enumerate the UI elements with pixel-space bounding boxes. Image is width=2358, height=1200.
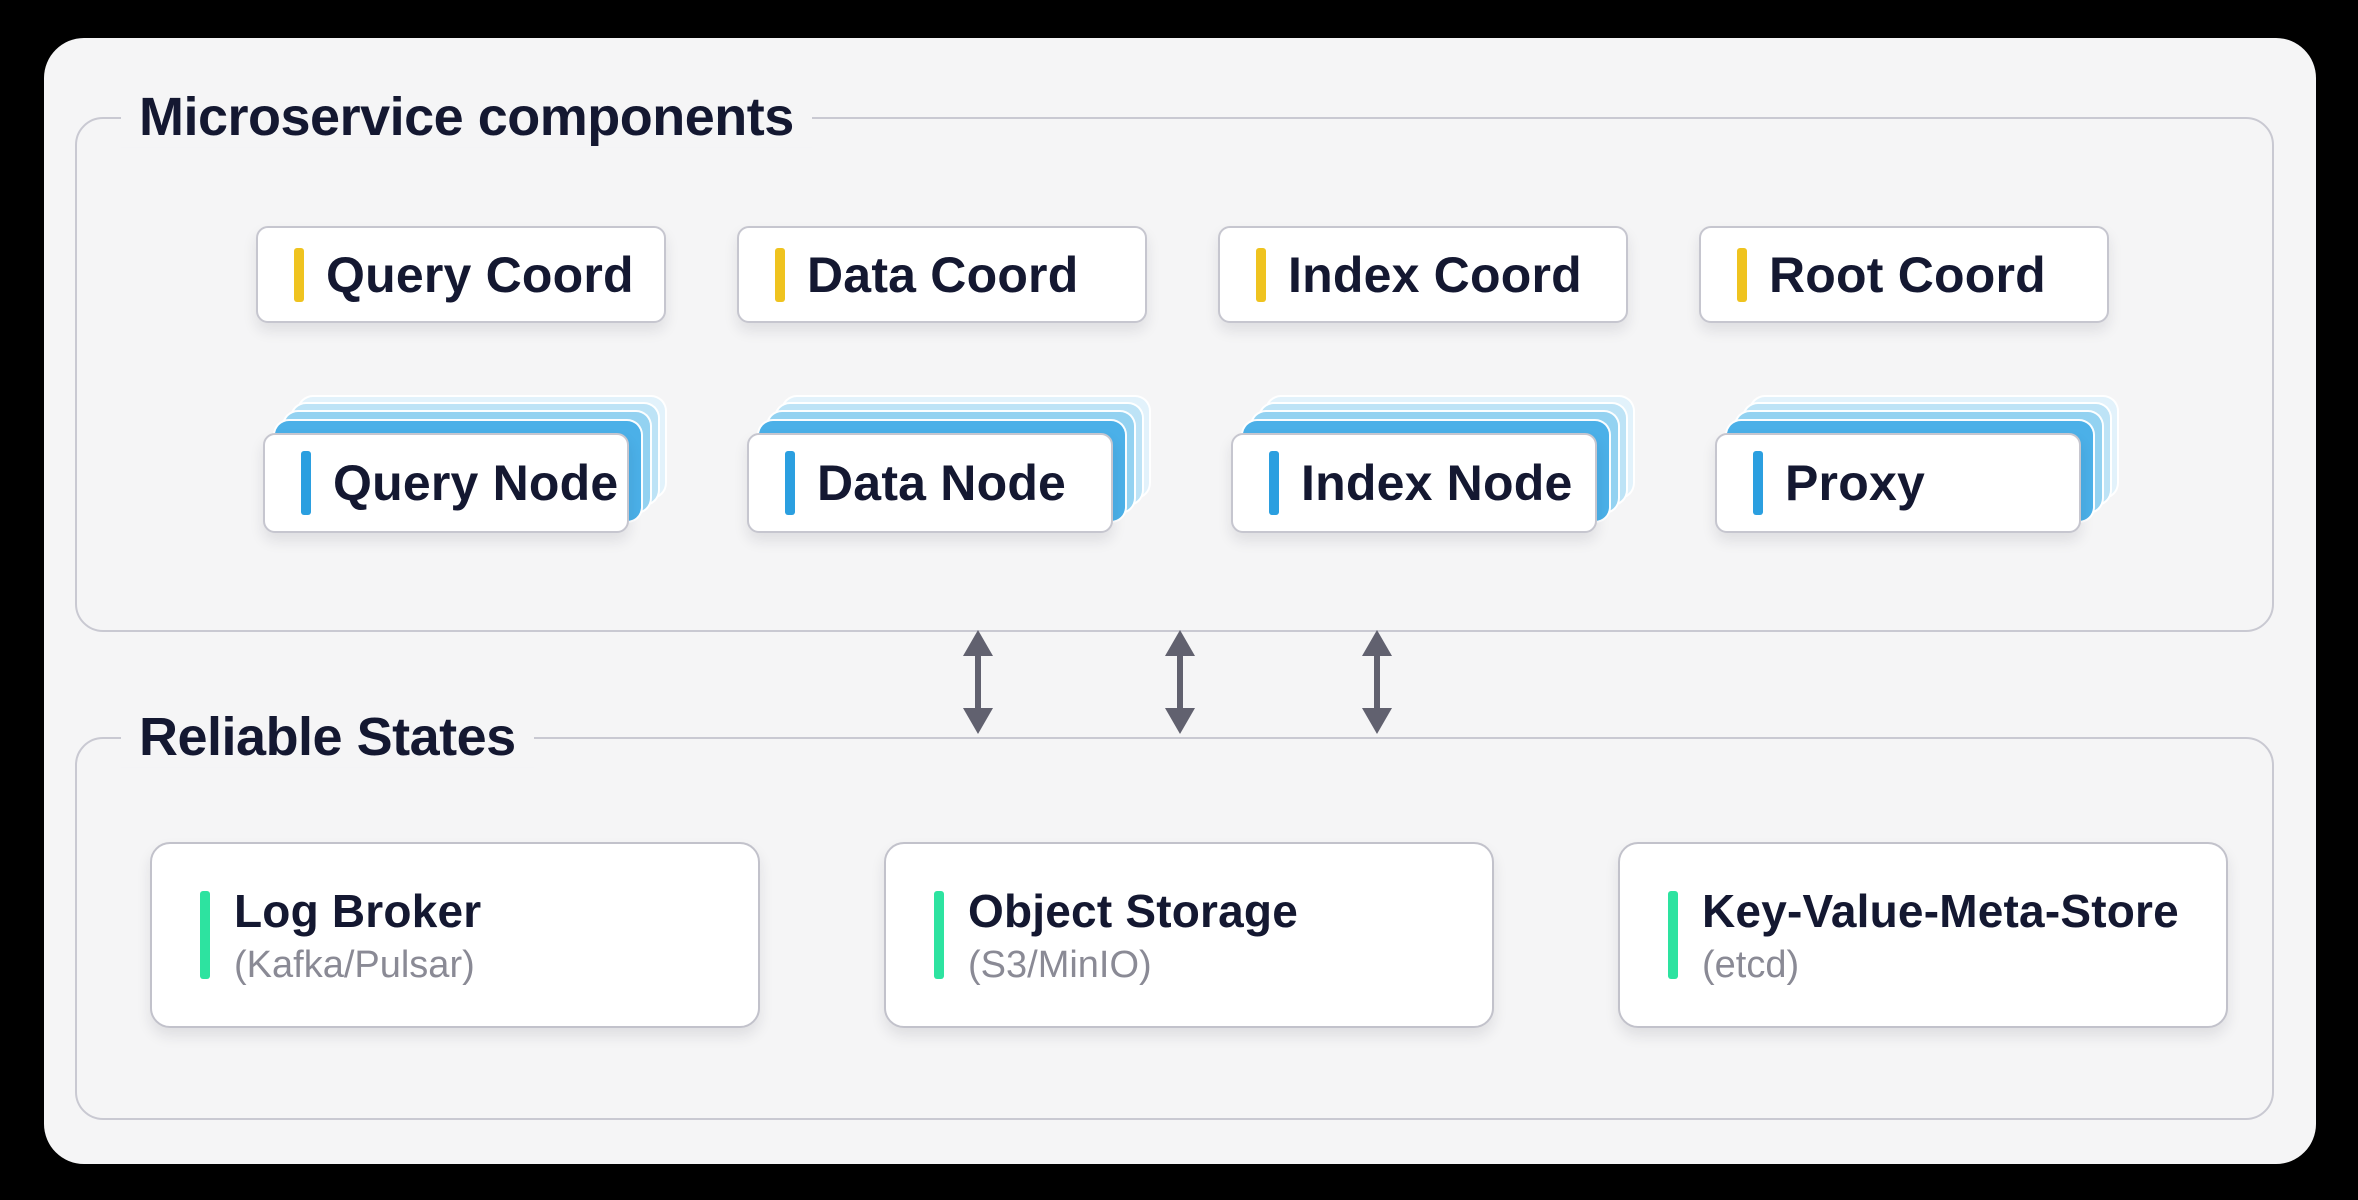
node-card-label: Query Node	[333, 455, 619, 511]
green-accent-bar	[1668, 891, 1678, 979]
coord-card-data: Data Coord	[737, 226, 1147, 323]
green-accent-bar	[934, 891, 944, 979]
node-stack-index: Index Node	[1231, 397, 1633, 533]
arrow-shaft	[1177, 656, 1183, 708]
store-subtitle: (S3/MinIO)	[968, 943, 1152, 986]
store-title: Object Storage	[968, 884, 1298, 937]
store-row: Log Broker (Kafka/Pulsar) Object Storage…	[150, 842, 2228, 1028]
store-card-object-storage: Object Storage (S3/MinIO)	[884, 842, 1494, 1028]
arrow-head-up	[1165, 630, 1195, 656]
reliable-states-panel: Reliable States Log Broker (Kafka/Pulsar…	[75, 705, 2274, 1120]
microservices-panel: Microservice components Query Coord Data…	[75, 85, 2274, 632]
store-title: Key-Value-Meta-Store	[1702, 884, 2179, 937]
node-card-label: Data Node	[817, 455, 1067, 511]
node-stack-proxy: Proxy	[1715, 397, 2117, 533]
store-text: Object Storage (S3/MinIO)	[968, 884, 1298, 987]
double-arrow-icon	[960, 630, 996, 734]
node-card-label: Proxy	[1785, 455, 1925, 511]
yellow-accent-bar	[1256, 247, 1266, 302]
coord-card-root: Root Coord	[1699, 226, 2109, 323]
arrow-head-down	[1165, 708, 1195, 734]
node-card: Proxy	[1715, 433, 2081, 533]
store-card-log-broker: Log Broker (Kafka/Pulsar)	[150, 842, 760, 1028]
arrow-head-up	[1362, 630, 1392, 656]
node-card: Query Node	[263, 433, 629, 533]
blue-accent-bar	[301, 451, 311, 515]
green-accent-bar	[200, 891, 210, 979]
microservices-panel-title: Microservice components	[121, 85, 812, 149]
coordinator-row: Query Coord Data Coord Index Coord Root …	[256, 226, 2109, 323]
node-stack-data: Data Node	[747, 397, 1149, 533]
double-arrow-icon	[1359, 630, 1395, 734]
yellow-accent-bar	[294, 247, 304, 302]
store-subtitle: (etcd)	[1702, 943, 1800, 986]
arrow-head-down	[963, 708, 993, 734]
yellow-accent-bar	[1737, 247, 1747, 302]
diagram-canvas: Microservice components Query Coord Data…	[44, 38, 2316, 1164]
store-text: Key-Value-Meta-Store (etcd)	[1702, 884, 2179, 987]
arrow-head-down	[1362, 708, 1392, 734]
arrow-head-up	[963, 630, 993, 656]
node-card: Data Node	[747, 433, 1113, 533]
arrow-shaft	[1374, 656, 1380, 708]
blue-accent-bar	[785, 451, 795, 515]
yellow-accent-bar	[775, 247, 785, 302]
coord-card-label: Query Coord	[326, 246, 634, 303]
store-title: Log Broker	[234, 884, 482, 937]
store-text: Log Broker (Kafka/Pulsar)	[234, 884, 481, 987]
reliable-states-panel-title: Reliable States	[121, 705, 534, 769]
node-card-label: Index Node	[1301, 455, 1573, 511]
coord-card-label: Root Coord	[1769, 246, 2046, 303]
node-row: Query Node Data Node	[263, 397, 2117, 533]
node-card: Index Node	[1231, 433, 1597, 533]
coord-card-label: Index Coord	[1288, 246, 1582, 303]
node-stack-query: Query Node	[263, 397, 665, 533]
blue-accent-bar	[1269, 451, 1279, 515]
arrow-shaft	[975, 656, 981, 708]
double-arrow-icon	[1162, 630, 1198, 734]
coord-card-label: Data Coord	[807, 246, 1079, 303]
coord-card-query: Query Coord	[256, 226, 666, 323]
store-subtitle: (Kafka/Pulsar)	[234, 943, 475, 986]
store-card-key-value-meta-store: Key-Value-Meta-Store (etcd)	[1618, 842, 2228, 1028]
blue-accent-bar	[1753, 451, 1763, 515]
coord-card-index: Index Coord	[1218, 226, 1628, 323]
